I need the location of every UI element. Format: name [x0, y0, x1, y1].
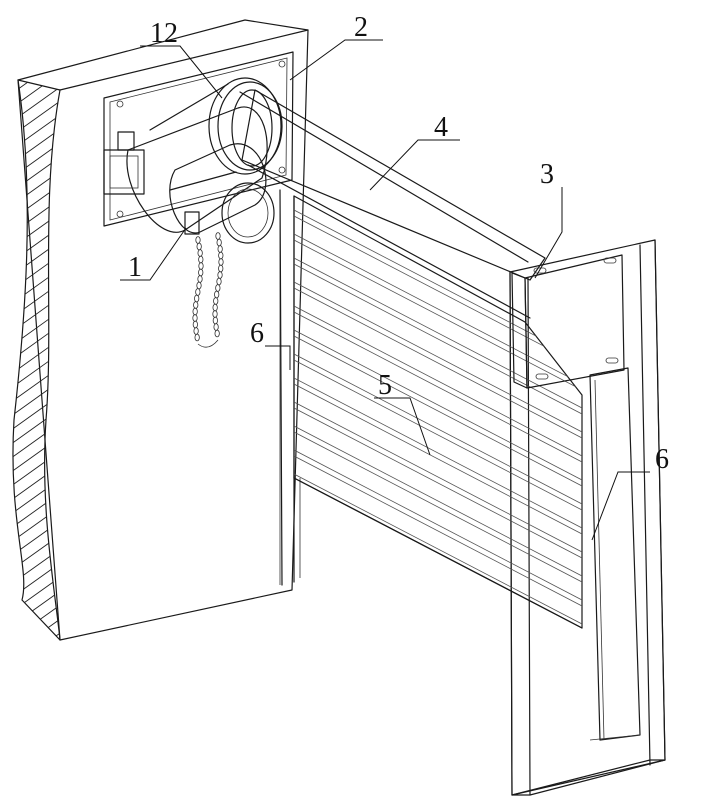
motor-assembly [103, 106, 275, 244]
drive-pulley [149, 77, 283, 191]
label-part-12: 12 [150, 18, 178, 49]
pull-chain [192, 232, 224, 348]
part-labels: 12 2 4 3 1 6 5 6 [128, 12, 669, 475]
label-part-6-right: 6 [655, 444, 669, 475]
label-part-2: 2 [354, 12, 368, 43]
left-wall [12, 19, 309, 641]
left-guide-rail [279, 189, 301, 586]
roller-tube [231, 89, 546, 319]
wall-section-hatching [12, 80, 60, 640]
label-part-4: 4 [434, 112, 448, 143]
label-part-6-left: 6 [250, 318, 264, 349]
right-post [509, 239, 666, 796]
end-bracket [511, 254, 625, 389]
shutter-curtain [293, 195, 583, 629]
label-part-5: 5 [378, 370, 392, 401]
label-part-3: 3 [540, 159, 554, 190]
leader-lines [120, 39, 650, 541]
label-part-1: 1 [128, 252, 142, 283]
